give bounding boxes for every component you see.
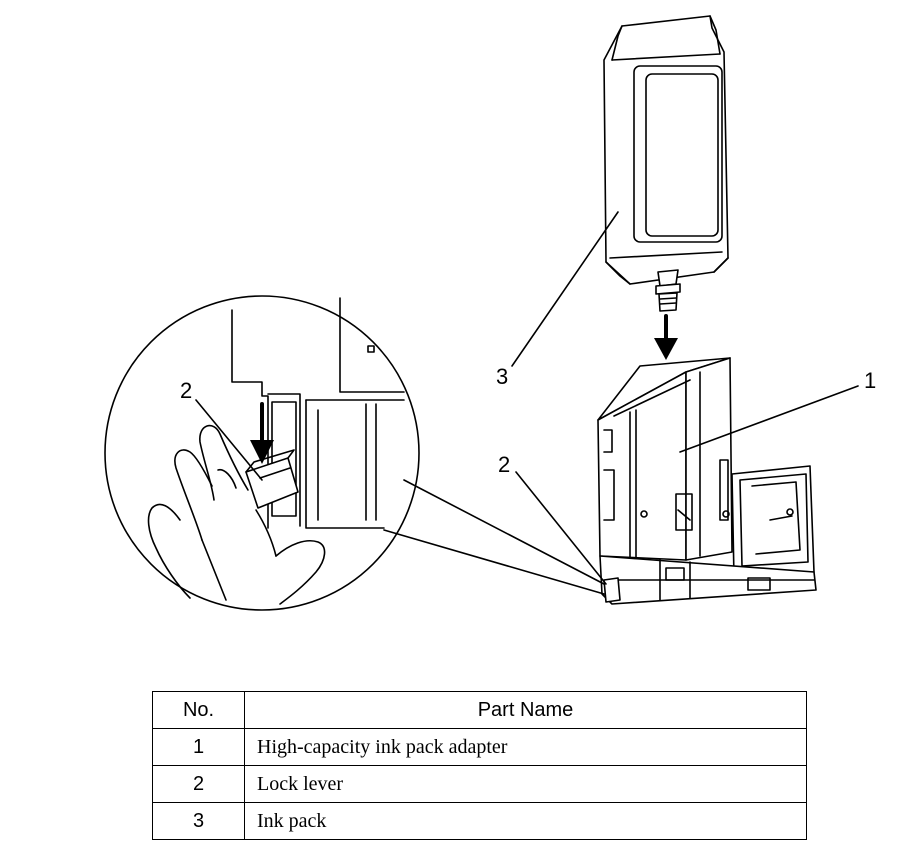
leader-line-3 (511, 211, 619, 367)
press-arrow-icon (250, 402, 274, 464)
cell-part-name: Ink pack (244, 802, 807, 840)
cell-part-name: Lock lever (244, 765, 807, 803)
callout-1: 1 (864, 368, 876, 393)
detail-view (104, 295, 605, 611)
leader-line-2-detail (195, 399, 263, 481)
installation-diagram: 3 1 2 2 (104, 15, 876, 611)
table-row: 3 Ink pack (152, 802, 807, 840)
cell-no: 3 (152, 802, 245, 840)
column-header-no: No. (152, 691, 245, 729)
column-header-part-name: Part Name (244, 691, 807, 729)
table-header-row: No. Part Name (152, 691, 807, 729)
table-row: 1 High-capacity ink pack adapter (152, 728, 807, 766)
leader-line-2 (515, 471, 607, 585)
insert-arrow-icon (654, 314, 678, 360)
callout-2-detail: 2 (180, 378, 192, 403)
hand (147, 424, 326, 605)
ink-pack (603, 15, 729, 312)
ink-pack-spout (655, 269, 681, 312)
cell-no: 2 (152, 765, 245, 803)
table-row: 2 Lock lever (152, 765, 807, 803)
callout-2: 2 (498, 452, 510, 477)
callout-3: 3 (496, 364, 508, 389)
cell-part-name: High-capacity ink pack adapter (244, 728, 807, 766)
parts-table: No. Part Name 1 High-capacity ink pack a… (152, 691, 807, 840)
leader-line-1 (679, 385, 859, 453)
cell-no: 1 (152, 728, 245, 766)
ink-pack-adapter (597, 357, 817, 605)
